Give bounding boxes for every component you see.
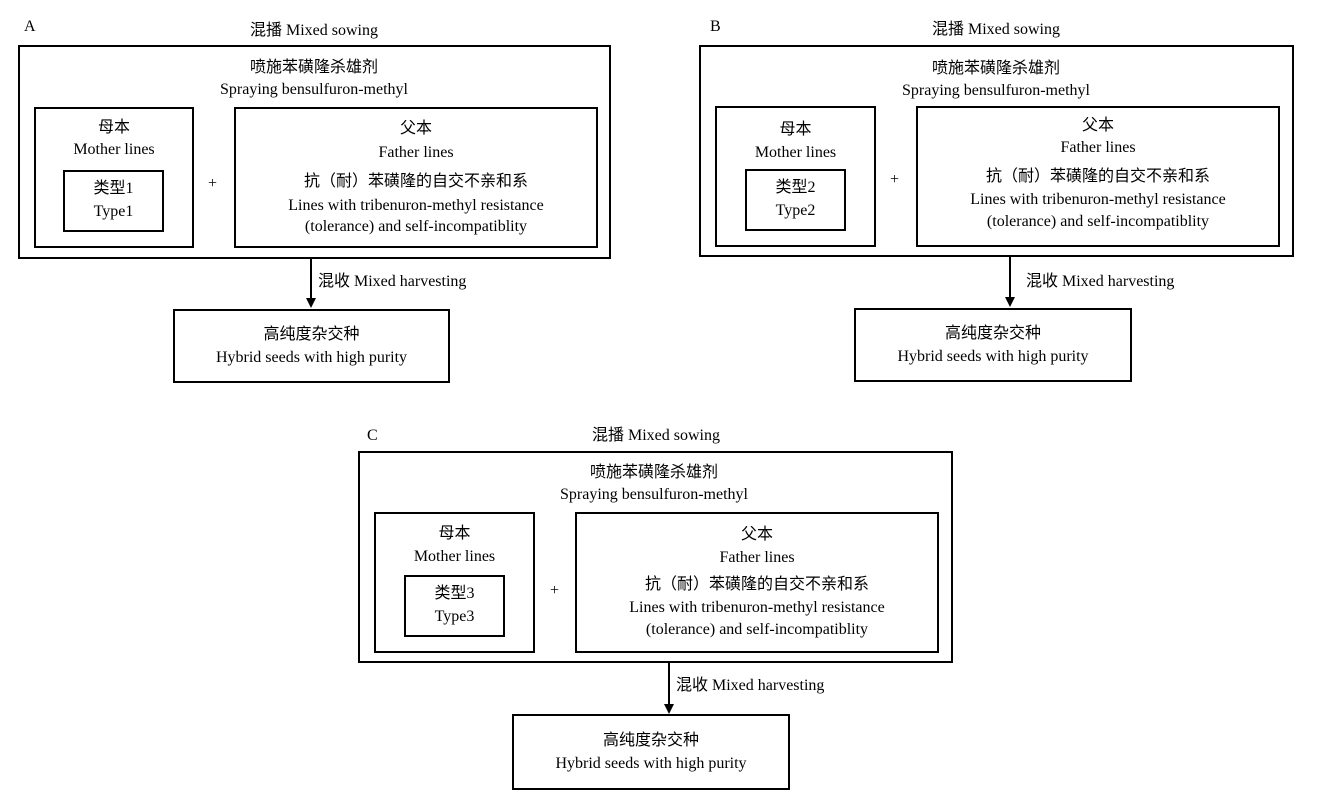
type-label-cn: 类型1 <box>93 180 134 197</box>
father-desc-en-line1: Lines with tribenuron-methyl resistance <box>629 599 885 616</box>
father-box <box>234 107 598 248</box>
father-desc-en-line2: (tolerance) and self-incompatiblity <box>645 621 869 638</box>
hybrid-label-cn: 高纯度杂交种 <box>263 326 360 343</box>
panel-letter: B <box>710 18 721 35</box>
spray-label-en: Spraying bensulfuron-methyl <box>902 82 1090 99</box>
father-desc-en-line1: Lines with tribenuron-methyl resistance <box>288 197 544 214</box>
father-label-cn: 父本 <box>399 120 432 137</box>
mixed-sowing-label: 混播 Mixed sowing <box>931 21 1060 38</box>
spray-label-cn: 喷施苯磺隆杀雄剂 <box>589 464 718 481</box>
spray-label-en: Spraying bensulfuron-methyl <box>560 486 748 503</box>
arrow-shaft <box>668 663 670 705</box>
hybrid-box <box>173 309 450 383</box>
hybrid-label-en: Hybrid seeds with high purity <box>555 755 747 772</box>
arrow-head <box>664 704 674 714</box>
mixed-harvest-label: 混收 Mixed harvesting <box>676 677 825 694</box>
arrow-head <box>306 298 316 308</box>
mother-label-en: Mother lines <box>413 548 496 565</box>
father-box <box>575 512 939 653</box>
father-label-cn: 父本 <box>740 526 773 543</box>
mother-label-en: Mother lines <box>73 141 155 158</box>
type-box <box>745 169 846 231</box>
hybrid-box <box>512 714 790 790</box>
father-desc-en-line2: (tolerance) and self-incompatiblity <box>986 213 1210 230</box>
father-label-en: Father lines <box>719 549 795 566</box>
father-desc-cn: 抗（耐）苯磺隆的自交不亲和系 <box>985 168 1210 185</box>
plus-sign: + <box>550 582 560 599</box>
mixed-harvest-label: 混收 Mixed harvesting <box>318 273 467 290</box>
father-label-en: Father lines <box>378 144 454 161</box>
spray-label-cn: 喷施苯磺隆杀雄剂 <box>249 59 378 76</box>
mixed-sowing-label: 混播 Mixed sowing <box>591 427 720 444</box>
arrow-shaft <box>310 259 312 299</box>
father-desc-en-line1: Lines with tribenuron-methyl resistance <box>970 191 1226 208</box>
plus-sign: + <box>890 171 900 188</box>
mother-label-cn: 母本 <box>438 525 471 542</box>
spray-label-en: Spraying bensulfuron-methyl <box>220 81 408 98</box>
arrow-shaft <box>1009 257 1011 298</box>
mixed-harvest-label: 混收 Mixed harvesting <box>1026 273 1175 290</box>
type-label-en: Type1 <box>93 203 134 220</box>
type-label-cn: 类型3 <box>434 585 475 602</box>
arrow-head <box>1005 297 1015 307</box>
spray-label-cn: 喷施苯磺隆杀雄剂 <box>931 60 1060 77</box>
type-label-en: Type2 <box>775 202 816 219</box>
type-box <box>404 575 505 637</box>
hybrid-label-en: Hybrid seeds with high purity <box>215 349 408 366</box>
hybrid-box <box>854 308 1132 382</box>
type-label-cn: 类型2 <box>775 179 816 196</box>
mother-label-en: Mother lines <box>754 144 837 161</box>
father-box <box>916 106 1280 247</box>
father-desc-cn: 抗（耐）苯磺隆的自交不亲和系 <box>644 576 869 593</box>
hybrid-label-en: Hybrid seeds with high purity <box>897 348 1089 365</box>
hybrid-label-cn: 高纯度杂交种 <box>944 325 1041 342</box>
father-desc-cn: 抗（耐）苯磺隆的自交不亲和系 <box>303 173 528 190</box>
panel-letter: C <box>367 427 378 444</box>
father-desc-en-line2: (tolerance) and self-incompatiblity <box>304 218 528 235</box>
mixed-sowing-label: 混播 Mixed sowing <box>249 22 378 39</box>
panel-letter: A <box>24 18 36 35</box>
mother-label-cn: 母本 <box>779 121 812 138</box>
hybrid-label-cn: 高纯度杂交种 <box>602 732 699 749</box>
plus-sign: + <box>208 175 218 192</box>
mother-label-cn: 母本 <box>97 119 130 136</box>
type-label-en: Type3 <box>434 608 475 625</box>
father-label-en: Father lines <box>1060 139 1136 156</box>
father-label-cn: 父本 <box>1081 117 1114 134</box>
type-box <box>63 170 164 232</box>
